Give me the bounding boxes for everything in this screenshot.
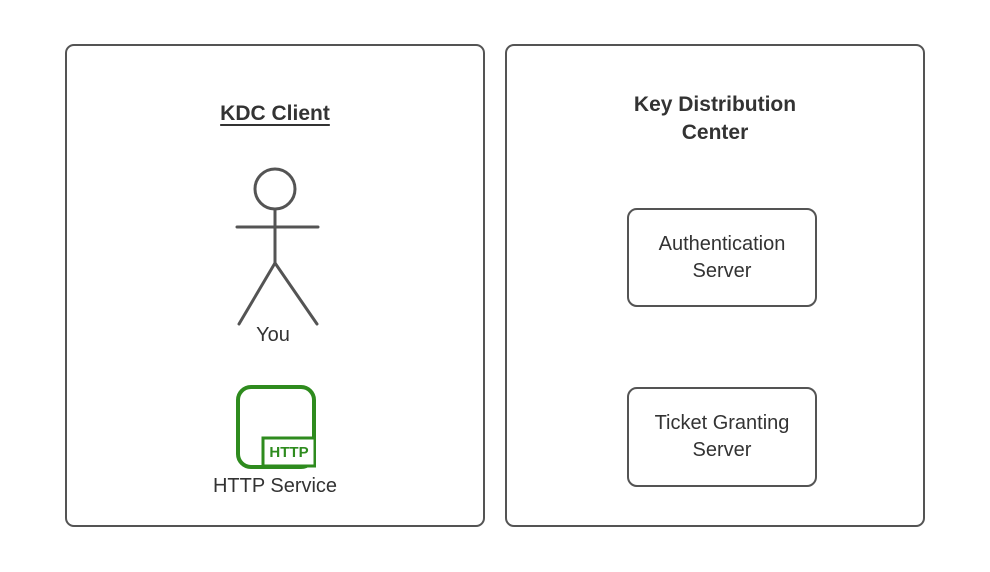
kdc-client-panel: KDC Client You HTTP HTTP Service <box>65 44 485 527</box>
actor-head <box>253 167 297 211</box>
stick-figure-icon <box>235 167 320 326</box>
actor-label: You <box>256 324 290 346</box>
ticket-granting-server-label: Ticket Granting Server <box>654 412 790 461</box>
actor-right-leg <box>273 261 319 326</box>
key-distribution-center-panel: Key Distribution Center Authentication S… <box>505 44 925 527</box>
kdc-panel-title: Key Distribution Center <box>507 91 923 147</box>
http-service-icon: HTTP <box>236 385 316 469</box>
http-service-label: HTTP Service <box>212 475 338 497</box>
authentication-server-node: Authentication Server <box>627 208 817 307</box>
kdc-panel-title-text: Key Distribution Center <box>633 93 797 144</box>
client-panel-title: KDC Client <box>67 100 483 128</box>
actor-left-leg <box>237 261 277 326</box>
authentication-server-label: Authentication Server <box>658 232 786 282</box>
http-badge-label: HTTP <box>269 444 308 461</box>
client-panel-title-text: KDC Client <box>220 102 330 125</box>
ticket-granting-server-node: Ticket Granting Server <box>627 387 817 487</box>
http-badge-frame <box>261 436 316 468</box>
